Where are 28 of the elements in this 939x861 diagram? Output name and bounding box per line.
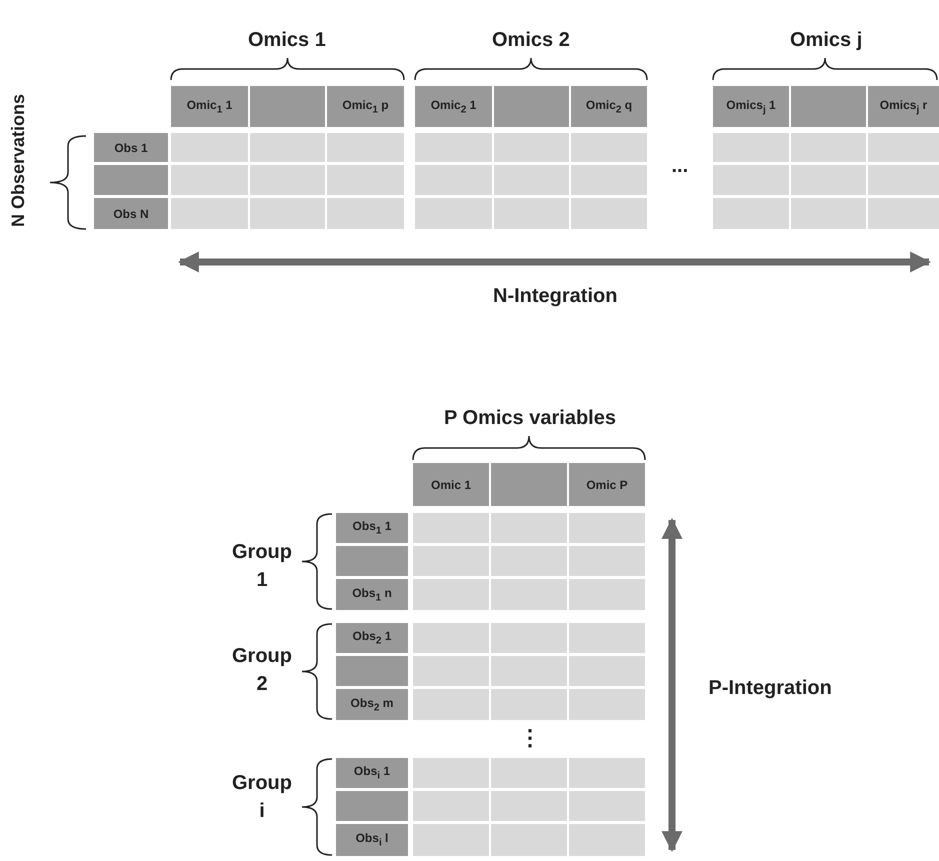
axis-label: N Observations xyxy=(8,93,29,227)
row-header: Obs$_{i}$ 1 xyxy=(336,758,408,788)
group-title: Omics 1 xyxy=(248,28,326,52)
column-header: Omic$_{2}$ 1 xyxy=(415,86,492,127)
ellipsis: ⋮ xyxy=(519,725,541,751)
column-header: Omic$_{1}$ 1 xyxy=(171,86,248,127)
group-title: Omics 2 xyxy=(492,28,570,52)
column-header: Omic$_{1}$ p xyxy=(327,86,404,127)
column-header: Omics$_{j}$ 1 xyxy=(713,86,789,127)
row-header: Obs$_{2}$ 1 xyxy=(336,623,408,653)
row-header: Obs$_{2}$ m xyxy=(336,689,408,720)
group-title: P Omics variables xyxy=(444,406,616,430)
row-header: Obs$_{1}$ 1 xyxy=(336,513,408,543)
column-header: Omic 1 xyxy=(413,463,489,506)
ellipsis: ... xyxy=(672,154,688,178)
group-label: Group 2 xyxy=(231,644,293,697)
column-header: Omic P xyxy=(569,463,645,506)
row-header: Obs 1 xyxy=(94,133,168,162)
group-label: Group 1 xyxy=(231,540,293,593)
row-header: Obs$_{1}$ n xyxy=(336,579,408,610)
row-header: Obs N xyxy=(94,198,168,229)
group-title: Omics j xyxy=(790,28,862,52)
column-header: Omics$_{j}$ r xyxy=(868,86,939,127)
column-header: Omic$_{2}$ q xyxy=(571,86,647,127)
row-header: Obs$_{i}$ l xyxy=(336,824,408,856)
arrow-label: N-Integration xyxy=(493,284,618,308)
group-label: Group i xyxy=(231,771,293,824)
arrow-label: P-Integration xyxy=(708,676,832,700)
